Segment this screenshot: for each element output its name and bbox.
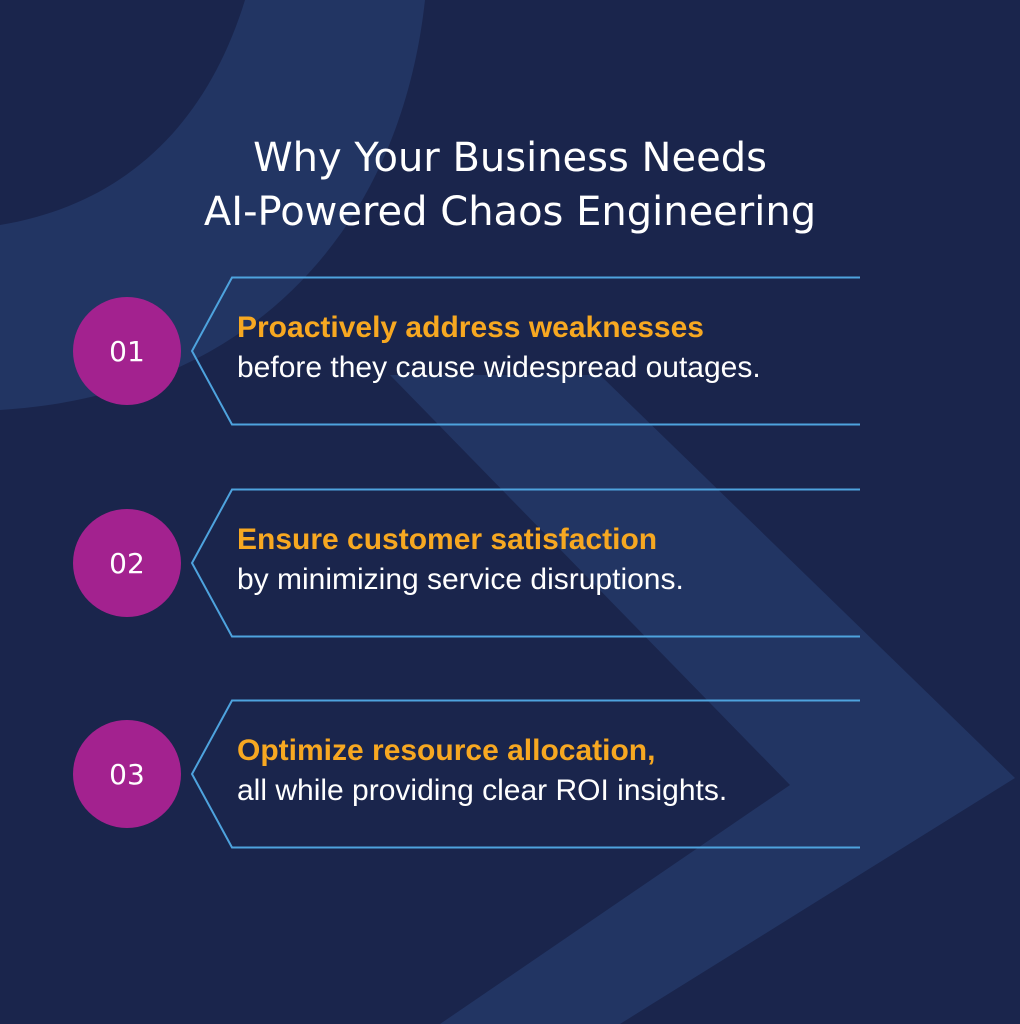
benefit-frame — [190, 276, 860, 426]
benefit-frame — [190, 699, 860, 849]
title-line-2: AI-Powered Chaos Engineering — [203, 188, 817, 235]
benefit-heading: Ensure customer satisfaction — [237, 523, 658, 556]
benefit-text: Optimize resource allocation, all while … — [237, 731, 897, 811]
benefit-item-2: 02 Ensure customer satisfaction by minim… — [0, 488, 1020, 638]
benefit-description: all while providing clear ROI insights. — [237, 774, 728, 807]
benefit-heading: Optimize resource allocation, — [237, 734, 656, 767]
benefit-item-1: 01 Proactively address weaknesses before… — [0, 276, 1020, 426]
benefit-frame — [190, 488, 860, 638]
number-badge: 03 — [73, 720, 181, 828]
benefit-description: by minimizing service disruptions. — [237, 563, 684, 596]
title-line-1: Why Your Business Needs — [253, 134, 767, 181]
number-badge: 02 — [73, 509, 181, 617]
background-chevron-shape — [390, 375, 1015, 1024]
benefit-text: Ensure customer satisfaction by minimizi… — [237, 520, 897, 600]
benefit-heading: Proactively address weaknesses — [237, 311, 704, 344]
benefit-text: Proactively address weaknesses before th… — [237, 308, 897, 388]
number-badge: 01 — [73, 297, 181, 405]
benefit-item-3: 03 Optimize resource allocation, all whi… — [0, 699, 1020, 849]
benefit-description: before they cause widespread outages. — [237, 351, 761, 384]
page-title: Why Your Business Needs AI-Powered Chaos… — [0, 131, 1020, 239]
